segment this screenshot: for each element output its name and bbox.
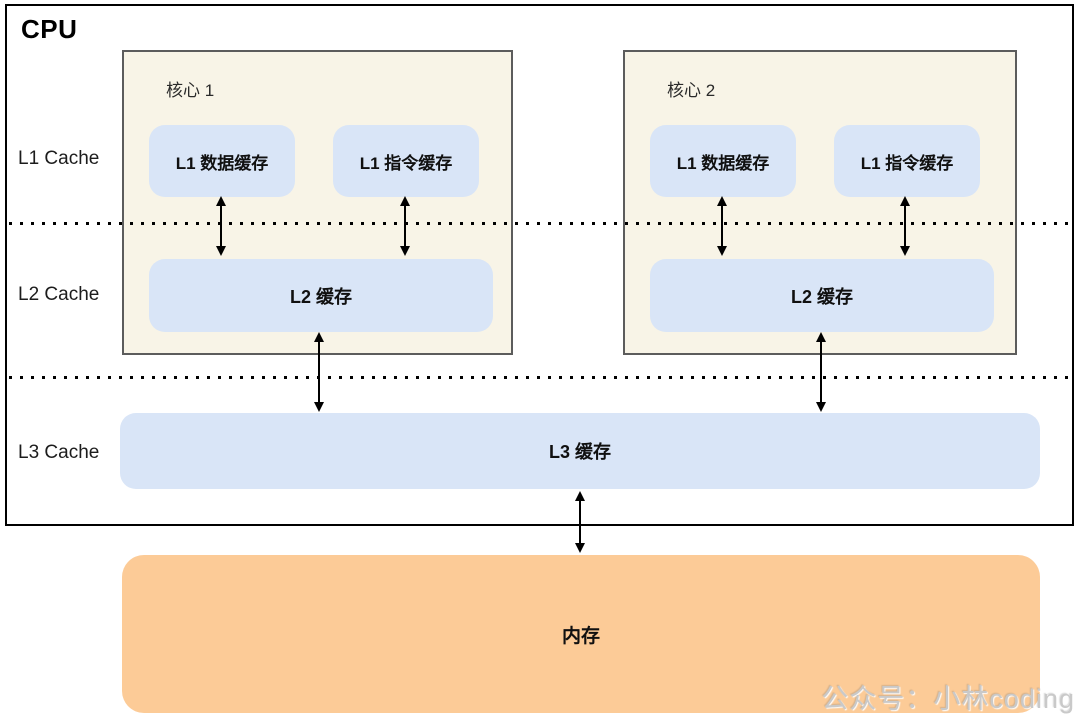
core-1-l1-data-cache-box: L1 数据缓存 (149, 125, 295, 197)
arrow-core1-l1inst-l2 (400, 196, 410, 256)
dotted-divider-l2-l3 (9, 376, 1069, 379)
label-l2-cache: L2 Cache (18, 284, 100, 305)
arrow-core1-l1data-l2 (216, 196, 226, 256)
cpu-title: CPU (21, 14, 78, 44)
core-1-box: 核心 1 L1 数据缓存 L1 指令缓存 L2 缓存 (122, 50, 513, 355)
arrow-core2-l1inst-l2 (900, 196, 910, 256)
core-2-l2-cache-box: L2 缓存 (650, 259, 994, 332)
arrow-core2-l2-l3 (816, 332, 826, 412)
core-1-title: 核心 1 (166, 81, 215, 100)
core-2-box: 核心 2 L1 数据缓存 L1 指令缓存 L2 缓存 (623, 50, 1017, 355)
label-l3-cache: L3 Cache (18, 442, 100, 463)
dotted-divider-l1-l2 (9, 222, 1069, 225)
arrow-core2-l1data-l2 (717, 196, 727, 256)
watermark: 公众号：小林coding (821, 684, 1075, 714)
core-2-l1-instruction-cache-box: L1 指令缓存 (834, 125, 980, 197)
arrow-core1-l2-l3 (314, 332, 324, 412)
core-1-l1-instruction-cache-box: L1 指令缓存 (333, 125, 479, 197)
core-2-title: 核心 2 (667, 81, 716, 100)
l3-cache-box: L3 缓存 (120, 413, 1040, 489)
arrow-l3-memory (575, 491, 585, 553)
memory-box: 内存 (122, 555, 1040, 713)
core-1-l2-cache-box: L2 缓存 (149, 259, 493, 332)
label-l1-cache: L1 Cache (18, 148, 100, 169)
core-2-l1-data-cache-box: L1 数据缓存 (650, 125, 796, 197)
